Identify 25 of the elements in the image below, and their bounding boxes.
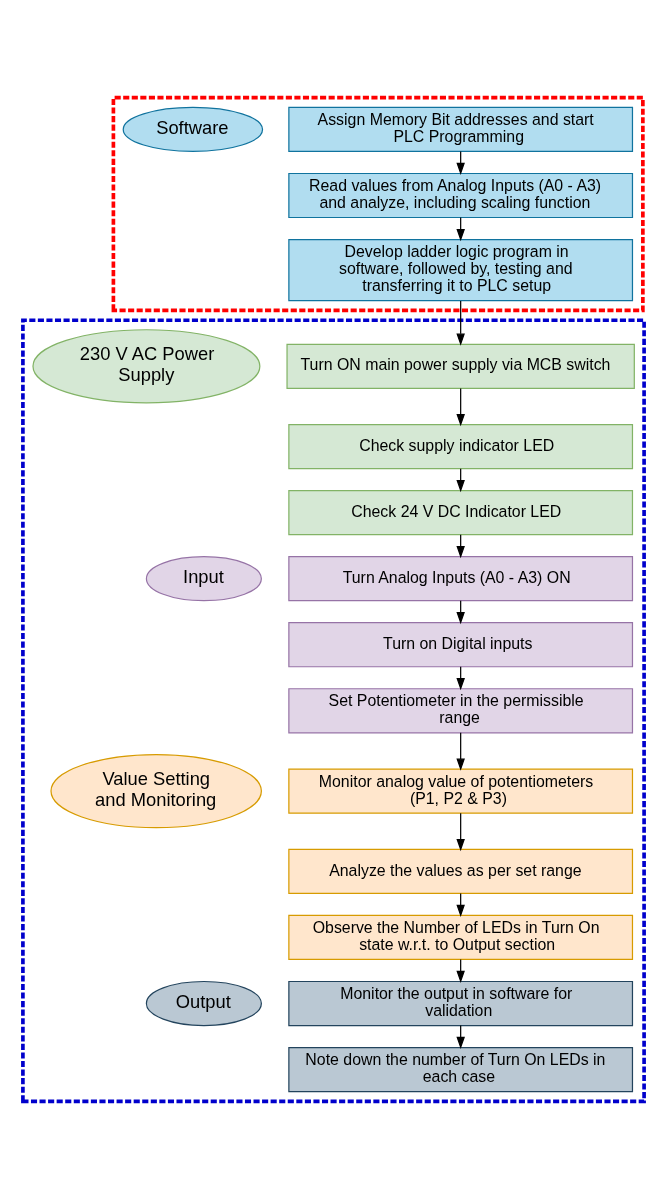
arrow — [456, 299, 465, 346]
node-ellipse: Input — [145, 555, 262, 601]
cluster — [111, 95, 645, 312]
node-box: Note down the number of Turn On LEDs in each case — [288, 1046, 634, 1092]
node-box: Assign Memory Bit addresses and start PLC Programming — [288, 106, 634, 152]
arrow — [456, 731, 465, 771]
node-box: Turn Analog Inputs (A0 - A3) ON — [288, 555, 634, 601]
node-box: Turn ON main power supply via MCB switch — [286, 343, 635, 389]
node-ellipse: Value Setting and Monitoring — [50, 753, 262, 828]
node-box: Monitor the output in software for validation — [288, 980, 634, 1026]
node-box: Check supply indicator LED — [288, 423, 634, 469]
cluster — [21, 317, 646, 1103]
node-ellipse: 230 V AC Power Supply — [32, 328, 261, 403]
node-box: Set Potentiometer in the permissible range — [288, 687, 634, 733]
node-ellipse: Software — [122, 106, 264, 152]
node-box: Develop ladder logic program in software, followed by, testing and transferring it to PLC setup — [288, 238, 634, 301]
node-box: Check 24 V DC Indicator LED — [288, 489, 634, 535]
node-box: Turn on Digital inputs — [288, 621, 634, 667]
node-box: Observe the Number of LEDs in Turn On state w.r.t. to Output section — [288, 914, 634, 960]
node-ellipse: Output — [145, 980, 262, 1026]
arrow — [456, 812, 465, 851]
node-box: Read values from Analog Inputs (A0 - A3) and analyze, including scaling function — [288, 172, 634, 218]
arrow — [456, 387, 465, 426]
node-box: Analyze the values as per set range — [288, 848, 634, 894]
node-box: Monitor analog value of potentiometers (P1, P2 & P3) — [288, 768, 634, 814]
